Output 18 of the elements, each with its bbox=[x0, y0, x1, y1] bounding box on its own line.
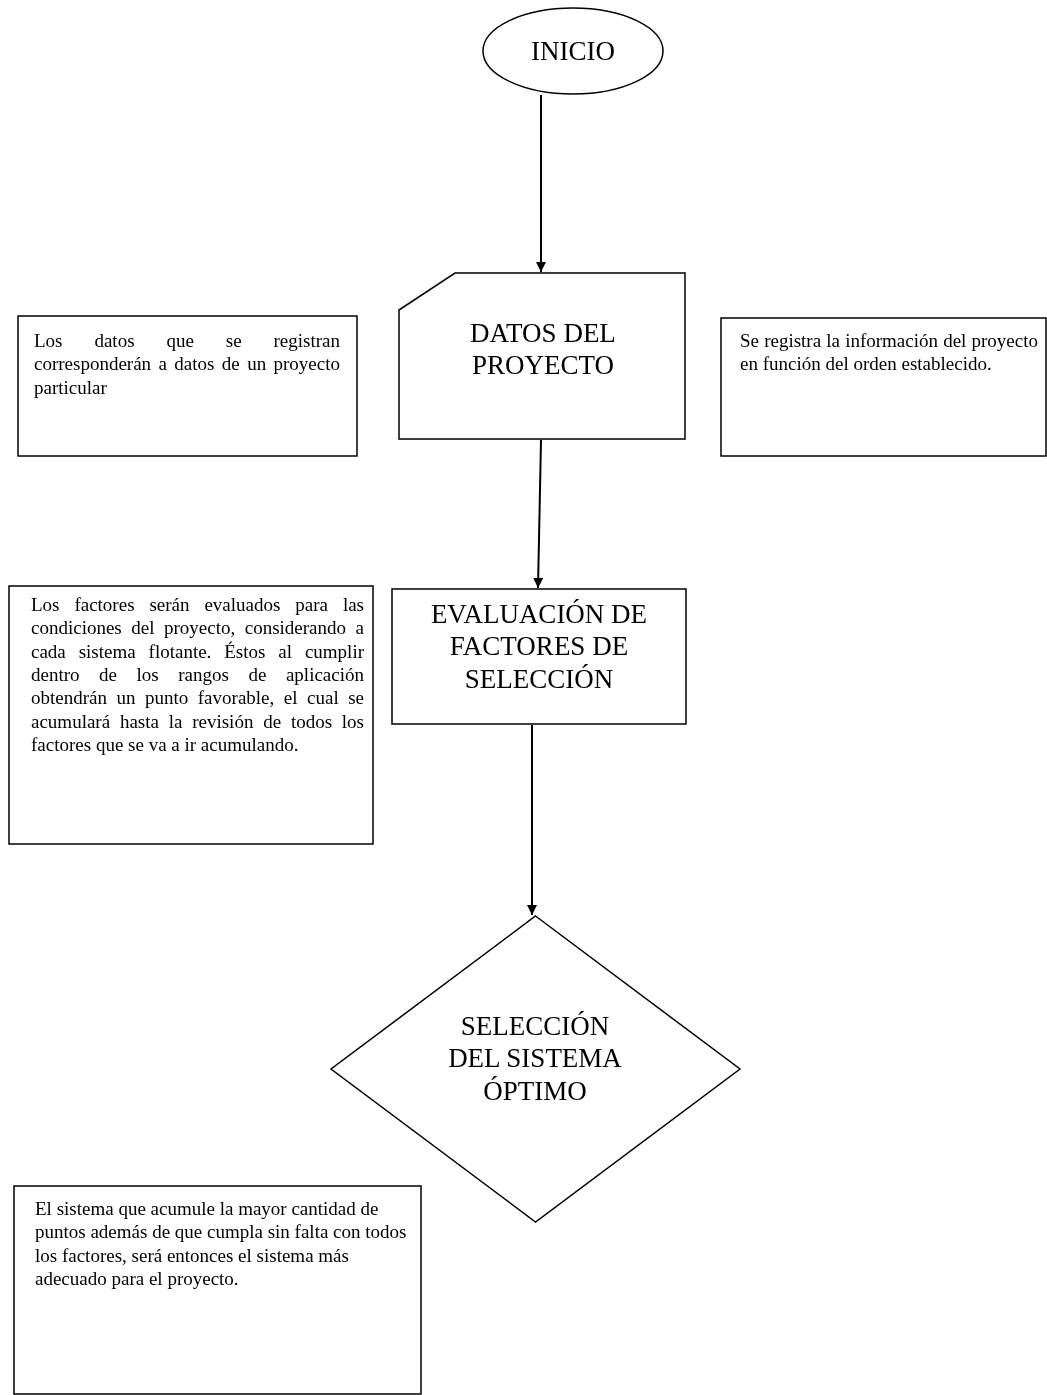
note-box bbox=[8, 585, 374, 845]
arrow bbox=[536, 94, 546, 273]
node-label: INICIO bbox=[530, 35, 616, 68]
start-terminator bbox=[482, 7, 664, 95]
node-label: SELECCIÓN DEL SISTEMA ÓPTIMO bbox=[447, 1010, 623, 1108]
node-label: EVALUACIÓN DE FACTORES DE SELECCIÓN bbox=[429, 598, 649, 696]
note-box bbox=[13, 1185, 422, 1395]
note-text: Los datos que se registran corresponderán a datos de un proyecto particular bbox=[34, 329, 340, 400]
note-text: El sistema que acumule la mayor cantidad de puntos además de que cumpla sin falta con todos los factores, será entonces el sistema más adecuado para el proyecto. bbox=[35, 1197, 408, 1291]
arrow bbox=[533, 439, 544, 589]
data-card bbox=[398, 272, 686, 440]
note-text: Se registra la información del proyecto en función del orden establecido. bbox=[740, 329, 1038, 376]
note-box bbox=[17, 315, 358, 457]
arrow bbox=[527, 724, 537, 916]
note-text: Los factores serán evaluados para las condiciones del proyecto, considerando a cada sistema flotante. Éstos al cumplir dentro de los rangos de aplicación obtendrán un punto favorable, el cual se acumulará hasta la revisión de todos los factores que se va a ir acumulando. bbox=[31, 593, 364, 757]
note-box bbox=[720, 317, 1047, 457]
node-label: DATOS DEL PROYECTO bbox=[469, 317, 617, 382]
process-box bbox=[391, 588, 687, 725]
